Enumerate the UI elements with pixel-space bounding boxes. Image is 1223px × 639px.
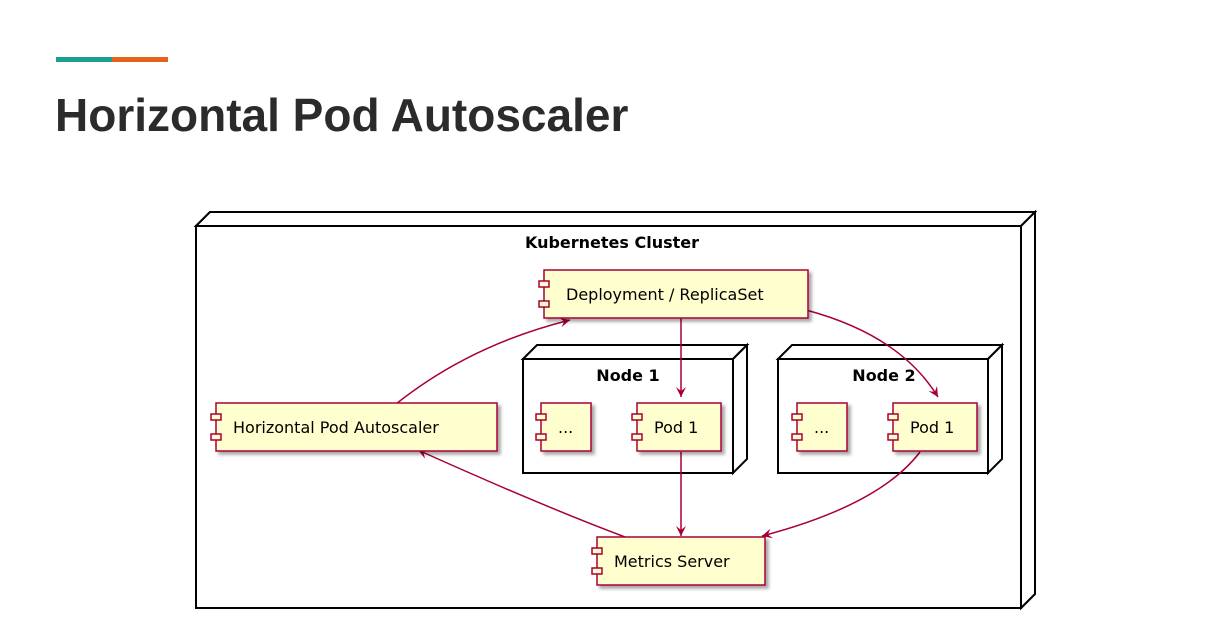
- node1-other-label: ...: [558, 418, 573, 437]
- accent-bar-teal: [56, 57, 112, 62]
- accent-bar-orange: [112, 57, 168, 62]
- node2-other-label: ...: [814, 418, 829, 437]
- arrow-hpa-to-deployment: [395, 317, 571, 405]
- slide-title: Horizontal Pod Autoscaler: [55, 89, 629, 141]
- node-2-label: Node 2: [852, 366, 915, 385]
- hpa-label: Horizontal Pod Autoscaler: [233, 418, 439, 437]
- node-1-label: Node 1: [596, 366, 659, 385]
- component-node2-other: ...: [791, 402, 848, 452]
- cluster-label: Kubernetes Cluster: [525, 233, 699, 252]
- arrow-metrics-to-hpa: [417, 449, 626, 538]
- arrow-node2-pod-to-metrics: [761, 451, 921, 539]
- component-node1-other: ...: [535, 402, 592, 452]
- node-1: Node 1: [520, 342, 750, 476]
- component-metrics-server: Metrics Server: [591, 536, 766, 586]
- connection-arrows: [395, 309, 939, 539]
- deployment-label: Deployment / ReplicaSet: [566, 285, 764, 304]
- component-node1-pod: Pod 1: [631, 402, 722, 452]
- node1-pod-label: Pod 1: [654, 418, 698, 437]
- component-hpa: Horizontal Pod Autoscaler: [210, 402, 498, 452]
- metrics-server-label: Metrics Server: [614, 552, 730, 571]
- node2-pod-label: Pod 1: [910, 418, 954, 437]
- component-node2-pod: Pod 1: [887, 402, 978, 452]
- arrow-deployment-to-node2-pod: [805, 309, 939, 398]
- component-deployment: Deployment / ReplicaSet: [538, 269, 809, 319]
